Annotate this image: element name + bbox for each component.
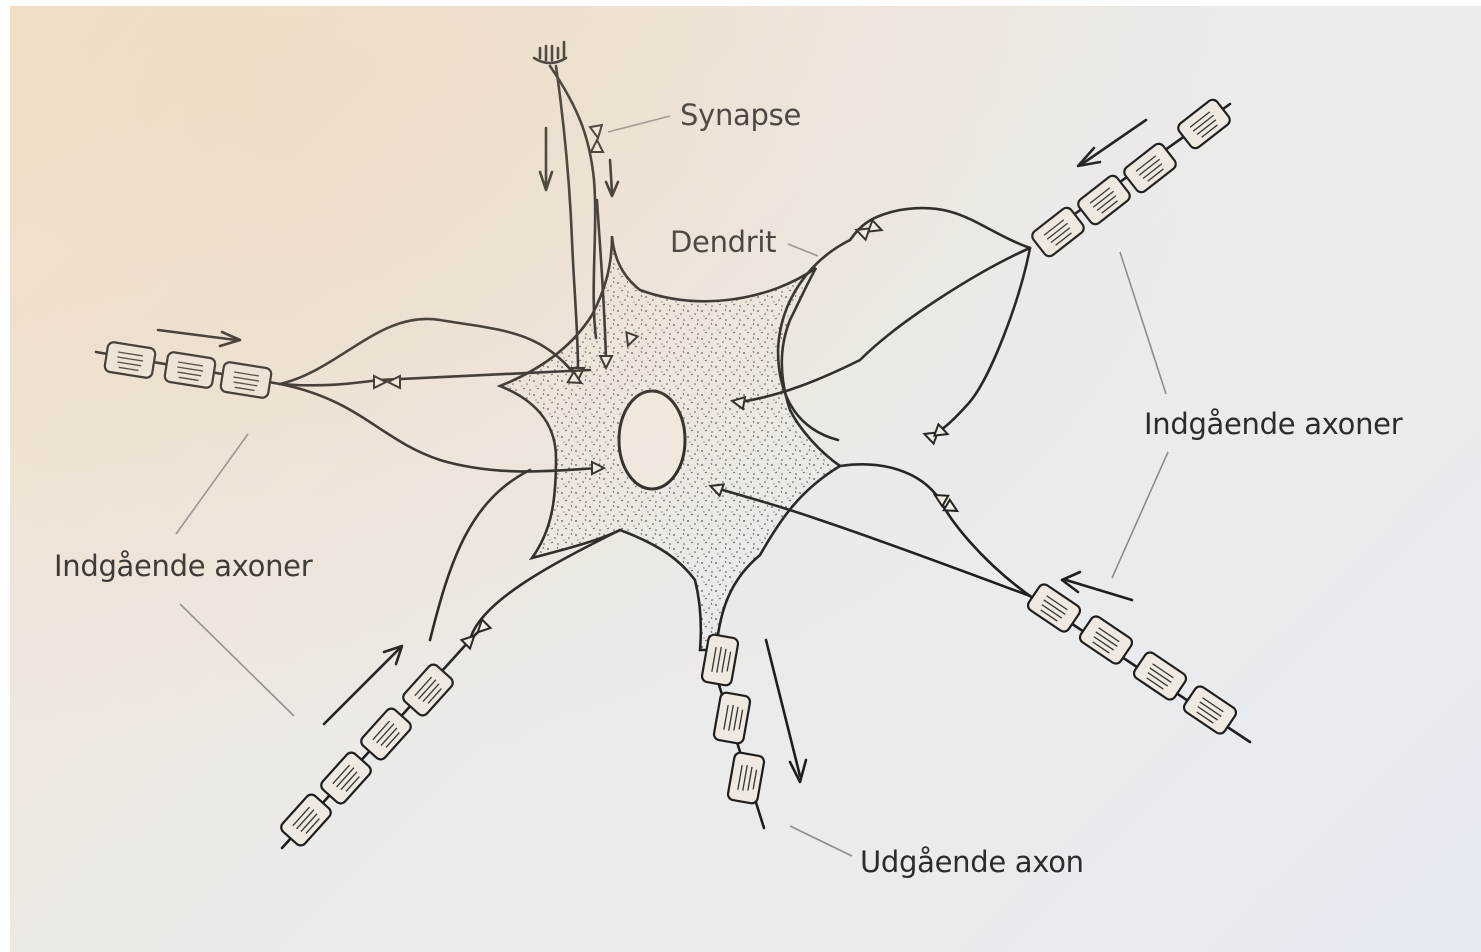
incoming-axons-label-right: Indgående axoner — [1144, 407, 1403, 441]
neuron-diagram: Synapse Dendrit Indgående axoner Indgåen… — [10, 6, 1481, 952]
flow-arrow-left — [158, 330, 240, 346]
flow-arrow-top — [540, 128, 618, 196]
dendrit-label: Dendrit — [670, 225, 776, 259]
flow-arrow-bottom-right — [1062, 572, 1132, 600]
incoming-axons-label-left: Indgående axoner — [54, 549, 313, 583]
synapse-label: Synapse — [680, 98, 801, 132]
neuron-diagram-page: Synapse Dendrit Indgående axoner Indgåen… — [10, 6, 1481, 952]
top-right-axon — [731, 97, 1232, 443]
outgoing-axon — [701, 634, 765, 828]
outgoing-axon-label: Udgående axon — [860, 845, 1084, 879]
nucleus — [619, 391, 685, 489]
flow-arrow-outgoing — [766, 640, 806, 782]
